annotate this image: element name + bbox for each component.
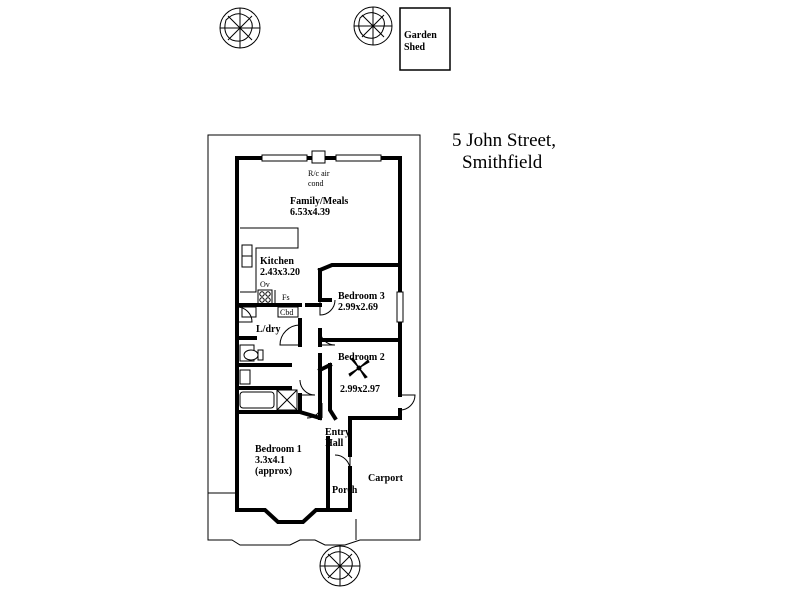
- bed1-note: (approx): [255, 466, 292, 477]
- window: [261, 154, 308, 162]
- entry-label-2: Hall: [325, 438, 344, 449]
- bed2-dims: 2.99x2.97: [340, 384, 380, 395]
- door-swing: [236, 306, 253, 323]
- address-title: 5 John Street, Smithfield: [452, 130, 556, 174]
- bed1-dims: 3.3x4.1: [255, 455, 285, 466]
- carport-label: Carport: [368, 473, 404, 484]
- laundry-name: L/dry: [256, 324, 280, 335]
- address-line-2: Smithfield: [462, 152, 543, 173]
- kitchen-name: Kitchen: [260, 256, 294, 267]
- entry-label-1: Entry: [325, 427, 350, 438]
- tree-icon: [219, 7, 261, 49]
- window: [335, 154, 382, 162]
- bedroom2-wall: [317, 362, 338, 421]
- toilet: [243, 349, 259, 361]
- toilet-cistern: [257, 349, 264, 361]
- door-swing: [299, 379, 316, 396]
- porch-wall: [326, 466, 352, 512]
- bed2-name: Bedroom 2: [338, 352, 385, 363]
- internal-wall: [235, 263, 402, 420]
- door-swing: [279, 324, 301, 346]
- door-swing: [334, 454, 351, 471]
- basin: [239, 369, 251, 385]
- laundry-tub: [241, 306, 257, 318]
- family-dims: 6.53x4.39: [290, 207, 330, 218]
- bed1-name: Bedroom 1: [255, 444, 302, 455]
- kitchen-dims: 2.43x3.20: [260, 267, 300, 278]
- porch-label: Porch: [332, 485, 358, 496]
- window: [396, 291, 404, 323]
- ceiling-fan-icon: [348, 357, 370, 379]
- bath: [239, 391, 275, 409]
- bathroom-wall: [235, 409, 323, 421]
- bed3-name: Bedroom 3: [338, 291, 385, 302]
- door-swing: [399, 394, 416, 411]
- front-garden-line: [208, 492, 357, 540]
- fridge-label: Fs: [282, 293, 290, 302]
- family-name: Family/Meals: [290, 196, 348, 207]
- address-line-1: 5 John Street,: [452, 130, 556, 151]
- door-swing: [319, 329, 336, 346]
- bed3-dims: 2.99x2.69: [338, 302, 378, 313]
- air-conditioner: [311, 150, 326, 164]
- door-swing: [319, 299, 336, 316]
- tree-icon: [319, 545, 361, 587]
- oven-label: Ov: [260, 280, 270, 289]
- shed-label-2: Shed: [404, 42, 426, 53]
- ac-label-1: R/c air: [308, 169, 330, 178]
- cupboard-label: Cbd: [280, 308, 293, 317]
- kitchen-bench: [240, 227, 299, 293]
- shed-label-1: Garden: [404, 30, 437, 41]
- cupboard: [277, 306, 299, 318]
- tree-icon: [353, 6, 393, 46]
- ac-label-2: cond: [308, 179, 324, 188]
- garden-shed: [399, 7, 451, 71]
- door-swing: [306, 402, 323, 419]
- property-boundary: [207, 134, 421, 546]
